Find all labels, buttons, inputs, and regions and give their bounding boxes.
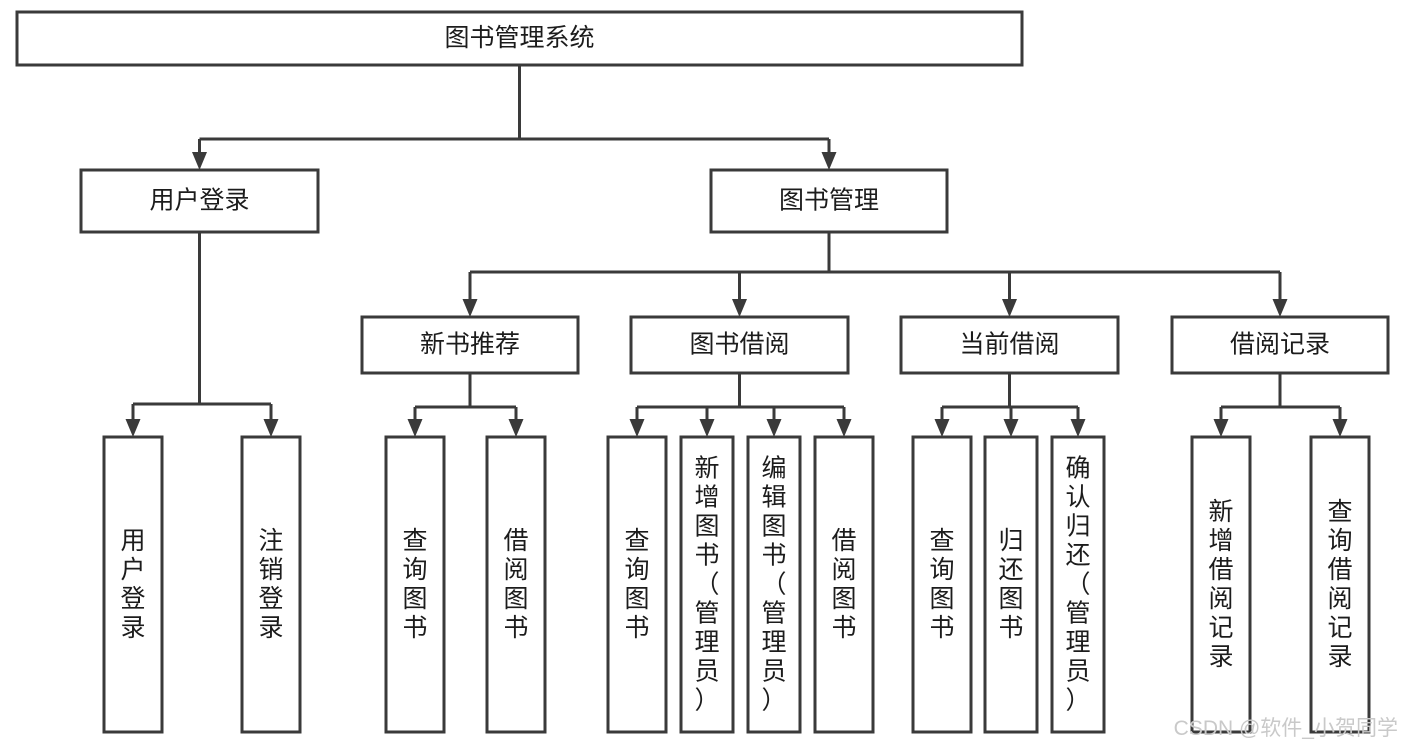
node-new-book-recommend[interactable]: 新书推荐 — [360, 315, 580, 375]
node-leaf-add-borrow-record-label: 新增借阅记录 — [1208, 498, 1233, 671]
node-leaf-borrow-book[interactable]: 借阅图书 — [813, 435, 875, 734]
node-leaf-logout-box[interactable] — [240, 435, 302, 734]
node-leaf-query-book-current-box[interactable] — [911, 435, 973, 734]
node-leaf-confirm-return-admin-box[interactable] — [1050, 435, 1106, 734]
node-leaf-query-book-current-label: 查询图书 — [929, 527, 954, 642]
node-leaf-borrow-book-box[interactable] — [813, 435, 875, 734]
connector-new-book-recommend-to-leaf-borrow-book-recommend-arrowhead — [508, 419, 524, 437]
node-leaf-add-book-admin[interactable]: 新增图书（管理员） — [679, 435, 735, 734]
node-root-system-label: 图书管理系统 — [444, 24, 594, 52]
connector-bookmgmt-to-book-borrow-arrowhead — [732, 299, 747, 317]
node-leaf-borrow-book-recommend-label: 借阅图书 — [503, 527, 528, 642]
node-borrow-record[interactable]: 借阅记录 — [1170, 315, 1390, 375]
node-leaf-query-book-recommend-label: 查询图书 — [402, 527, 427, 642]
node-book-management-box[interactable] — [709, 168, 949, 234]
connector-current-borrow-to-leaf-confirm-return-admin-arrowhead — [1070, 419, 1086, 437]
node-book-management[interactable]: 图书管理 — [709, 168, 949, 234]
node-user-login[interactable]: 用户登录 — [79, 168, 320, 234]
connector-root-to-book-management-arrowhead — [821, 152, 837, 170]
node-leaf-query-borrow-record[interactable]: 查询借阅记录 — [1309, 435, 1371, 734]
connector-user-login-to-leaf-logout-arrowhead — [263, 419, 279, 437]
connector-bookmgmt-to-new-book-recommend-arrowhead — [462, 299, 478, 317]
node-leaf-confirm-return-admin-label: 确认归还（管理员） — [1065, 455, 1090, 715]
node-leaf-logout[interactable]: 注销登录 — [240, 435, 302, 734]
node-leaf-confirm-return-admin[interactable]: 确认归还（管理员） — [1050, 435, 1106, 734]
node-leaf-return-book[interactable]: 归还图书 — [983, 435, 1039, 734]
connector-user-login-to-leaf-user-login-arrowhead — [125, 419, 141, 437]
node-leaf-borrow-book-recommend-box[interactable] — [485, 435, 547, 734]
node-leaf-add-book-admin-label: 新增图书（管理员） — [694, 455, 719, 715]
node-new-book-recommend-label: 新书推荐 — [420, 331, 520, 359]
node-root-system-box[interactable] — [15, 10, 1024, 67]
node-leaf-query-book-borrow[interactable]: 查询图书 — [606, 435, 668, 734]
connector-book-borrow-to-leaf-query-book-borrow-arrowhead — [629, 419, 645, 437]
connector-book-borrow-to-leaf-edit-book-admin-arrowhead — [766, 419, 782, 437]
node-leaf-user-login-box[interactable] — [102, 435, 164, 734]
node-leaf-query-borrow-record-label: 查询借阅记录 — [1327, 498, 1352, 671]
connector-bookmgmt-to-borrow-record-arrowhead — [1272, 299, 1288, 317]
node-leaf-borrow-book-label: 借阅图书 — [831, 527, 856, 642]
connector-borrow-record-to-leaf-query-borrow-record-arrowhead — [1332, 419, 1348, 437]
node-leaf-edit-book-admin-box[interactable] — [746, 435, 802, 734]
node-leaf-edit-book-admin[interactable]: 编辑图书（管理员） — [746, 435, 802, 734]
node-leaf-add-borrow-record[interactable]: 新增借阅记录 — [1190, 435, 1252, 734]
node-leaf-query-book-borrow-label: 查询图书 — [624, 527, 649, 642]
connector-current-borrow-to-leaf-return-book-arrowhead — [1003, 419, 1019, 437]
node-leaf-query-book-recommend-box[interactable] — [384, 435, 446, 734]
node-book-management-label: 图书管理 — [779, 187, 879, 215]
node-leaf-add-book-admin-box[interactable] — [679, 435, 735, 734]
nodes-layer: 图书管理系统用户登录图书管理新书推荐图书借阅当前借阅借阅记录用户登录注销登录查询… — [15, 10, 1390, 734]
node-current-borrow[interactable]: 当前借阅 — [899, 315, 1120, 375]
connector-book-borrow-to-leaf-borrow-book-arrowhead — [836, 419, 852, 437]
node-leaf-logout-label: 注销登录 — [258, 527, 283, 642]
node-leaf-add-borrow-record-box[interactable] — [1190, 435, 1252, 734]
node-leaf-user-login[interactable]: 用户登录 — [102, 435, 164, 734]
node-new-book-recommend-box[interactable] — [360, 315, 580, 375]
node-borrow-record-box[interactable] — [1170, 315, 1390, 375]
node-root-system[interactable]: 图书管理系统 — [15, 10, 1024, 67]
node-leaf-return-book-box[interactable] — [983, 435, 1039, 734]
node-leaf-borrow-book-recommend[interactable]: 借阅图书 — [485, 435, 547, 734]
node-leaf-edit-book-admin-label: 编辑图书（管理员） — [761, 455, 786, 715]
connector-new-book-recommend-to-leaf-query-book-recommend-arrowhead — [407, 419, 423, 437]
connector-bookmgmt-to-current-borrow-arrowhead — [1002, 299, 1017, 317]
node-current-borrow-box[interactable] — [899, 315, 1120, 375]
node-book-borrow-box[interactable] — [629, 315, 850, 375]
node-book-borrow-label: 图书借阅 — [689, 331, 789, 359]
node-book-borrow[interactable]: 图书借阅 — [629, 315, 850, 375]
connector-root-to-user-login-arrowhead — [192, 152, 207, 170]
node-leaf-query-book-recommend[interactable]: 查询图书 — [384, 435, 446, 734]
connector-borrow-record-to-leaf-add-borrow-record-arrowhead — [1213, 419, 1229, 437]
watermark-text: CSDN @软件_小贺同学 — [1174, 717, 1398, 740]
node-current-borrow-label: 当前借阅 — [959, 331, 1059, 359]
node-user-login-label: 用户登录 — [149, 187, 249, 215]
connectors-layer — [125, 65, 1348, 437]
node-leaf-query-borrow-record-box[interactable] — [1309, 435, 1371, 734]
node-user-login-box[interactable] — [79, 168, 320, 234]
node-leaf-user-login-label: 用户登录 — [120, 527, 145, 642]
node-leaf-return-book-label: 归还图书 — [998, 527, 1023, 642]
connector-current-borrow-to-leaf-query-book-current-arrowhead — [934, 419, 950, 437]
node-leaf-query-book-borrow-box[interactable] — [606, 435, 668, 734]
connector-book-borrow-to-leaf-add-book-admin-arrowhead — [699, 419, 715, 437]
node-borrow-record-label: 借阅记录 — [1230, 331, 1330, 359]
node-leaf-query-book-current[interactable]: 查询图书 — [911, 435, 973, 734]
